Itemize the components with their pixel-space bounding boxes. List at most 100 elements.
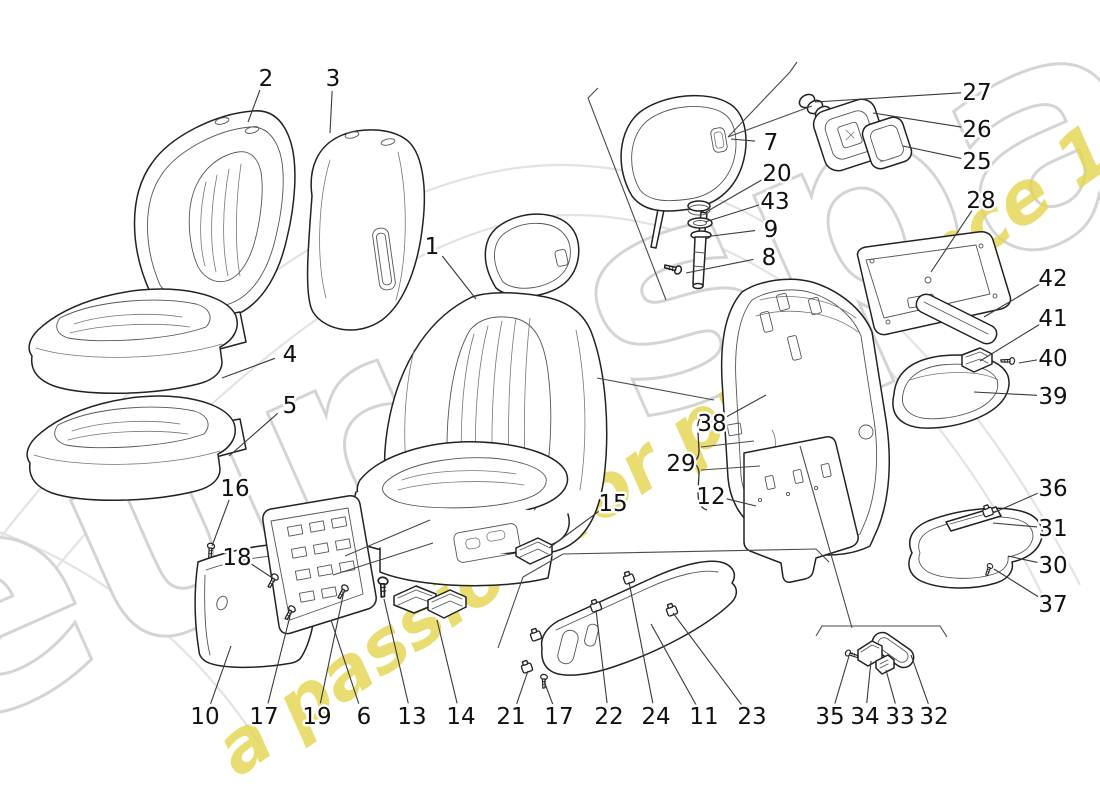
part-number-label: 29 <box>666 451 695 477</box>
callout-31: 31 <box>992 514 1070 545</box>
armrest-group-drawing <box>908 503 1044 589</box>
leader-line <box>250 563 275 580</box>
callout-43: 43 <box>704 187 792 223</box>
leader-line <box>872 112 962 128</box>
part-number-label: 10 <box>190 704 219 730</box>
callout-23: 23 <box>672 612 769 733</box>
rail-feet-drawing <box>374 537 553 619</box>
construction-line <box>799 445 853 629</box>
callout-41: 41 <box>979 304 1070 362</box>
part-number-label: 12 <box>696 484 725 510</box>
headrest-pin-hardware-drawing <box>662 200 713 290</box>
leader-line <box>902 145 962 159</box>
part-number-label: 37 <box>1038 592 1067 618</box>
part-number-label: 1 <box>425 234 440 260</box>
part-number-label: 18 <box>222 545 251 571</box>
part-number-label: 24 <box>641 704 670 730</box>
callout-8: 8 <box>685 243 779 274</box>
leader-line <box>329 90 333 134</box>
leader-line <box>979 324 1040 362</box>
leader-line <box>228 412 279 457</box>
part-number-label: 30 <box>1038 553 1067 579</box>
leader-line <box>650 623 697 706</box>
construction-line <box>596 377 715 401</box>
callout-7: 7 <box>730 128 781 159</box>
construction-line <box>497 548 830 649</box>
construction-line <box>587 87 667 301</box>
leader-line <box>441 255 477 300</box>
part-number-label: 8 <box>762 245 777 271</box>
callout-42: 42 <box>983 264 1070 318</box>
leader-line <box>330 619 360 704</box>
construction-line <box>727 61 798 138</box>
construction-line <box>344 519 431 557</box>
callout-28: 28 <box>930 186 998 273</box>
leader-line <box>221 357 276 379</box>
part-number-label: 6 <box>357 704 372 730</box>
part-number-label: 20 <box>762 161 791 187</box>
part-number-label: 11 <box>689 704 718 730</box>
part-number-label: 13 <box>397 704 426 730</box>
callout-16: 16 <box>211 474 252 547</box>
callout-4: 4 <box>221 340 300 379</box>
part-number-label: 3 <box>326 66 341 92</box>
callout-14: 14 <box>436 619 478 733</box>
construction-line <box>815 625 948 638</box>
callout-20: 20 <box>705 159 794 213</box>
part-number-label: 25 <box>962 149 991 175</box>
leader-line <box>672 612 743 707</box>
leader-line <box>726 498 757 507</box>
callout-26: 26 <box>872 112 994 146</box>
callout-21: 21 <box>494 670 529 733</box>
part-number-label: 39 <box>1038 384 1067 410</box>
leader-line <box>1007 555 1038 563</box>
leader-line <box>993 568 1040 598</box>
callout-29-brace <box>690 413 708 511</box>
callout-37: 37 <box>993 568 1070 621</box>
part-number-label: 43 <box>760 189 789 215</box>
back-shell-group-drawing <box>892 293 1016 429</box>
part-number-label: 23 <box>737 704 766 730</box>
callout-25: 25 <box>902 145 994 178</box>
part-number-label: 17 <box>544 704 573 730</box>
callout-29: 29 <box>664 449 698 480</box>
callout-38: 38 <box>695 394 767 440</box>
callout-40: 40 <box>1018 344 1070 375</box>
part-number-label: 31 <box>1038 516 1067 542</box>
leader-line <box>548 510 601 549</box>
callout-17: 17 <box>542 680 576 733</box>
leader-line <box>543 680 554 705</box>
callout-32: 32 <box>910 654 951 733</box>
leader-line <box>866 660 872 704</box>
leader-line <box>383 598 409 704</box>
part-number-label: 4 <box>283 342 298 368</box>
callout-18: 18 <box>220 543 275 580</box>
part-number-label: 5 <box>283 393 298 419</box>
leader-line <box>885 669 896 704</box>
part-number-label: 33 <box>885 704 914 730</box>
construction-lines <box>332 61 948 649</box>
leader-line <box>910 654 929 705</box>
part-number-label: 2 <box>259 66 274 92</box>
leader-line <box>685 258 754 274</box>
callout-1: 1 <box>422 232 477 300</box>
backrest-cover-drawing <box>133 110 296 323</box>
callout-22: 22 <box>592 609 626 733</box>
part-number-label: 9 <box>764 217 779 243</box>
callout-2: 2 <box>247 64 276 123</box>
part-number-label: 27 <box>962 80 991 106</box>
callout-12: 12 <box>694 482 757 513</box>
callout-27: 27 <box>814 78 994 109</box>
callout-3: 3 <box>323 64 343 134</box>
leader-line <box>211 499 230 547</box>
part-number-label: 14 <box>446 704 475 730</box>
leader-line <box>992 492 1039 514</box>
callout-39: 39 <box>973 382 1070 413</box>
part-number-label: 17 <box>249 704 278 730</box>
construction-line <box>700 440 755 448</box>
leader-line <box>703 229 756 238</box>
construction-line <box>700 465 761 471</box>
